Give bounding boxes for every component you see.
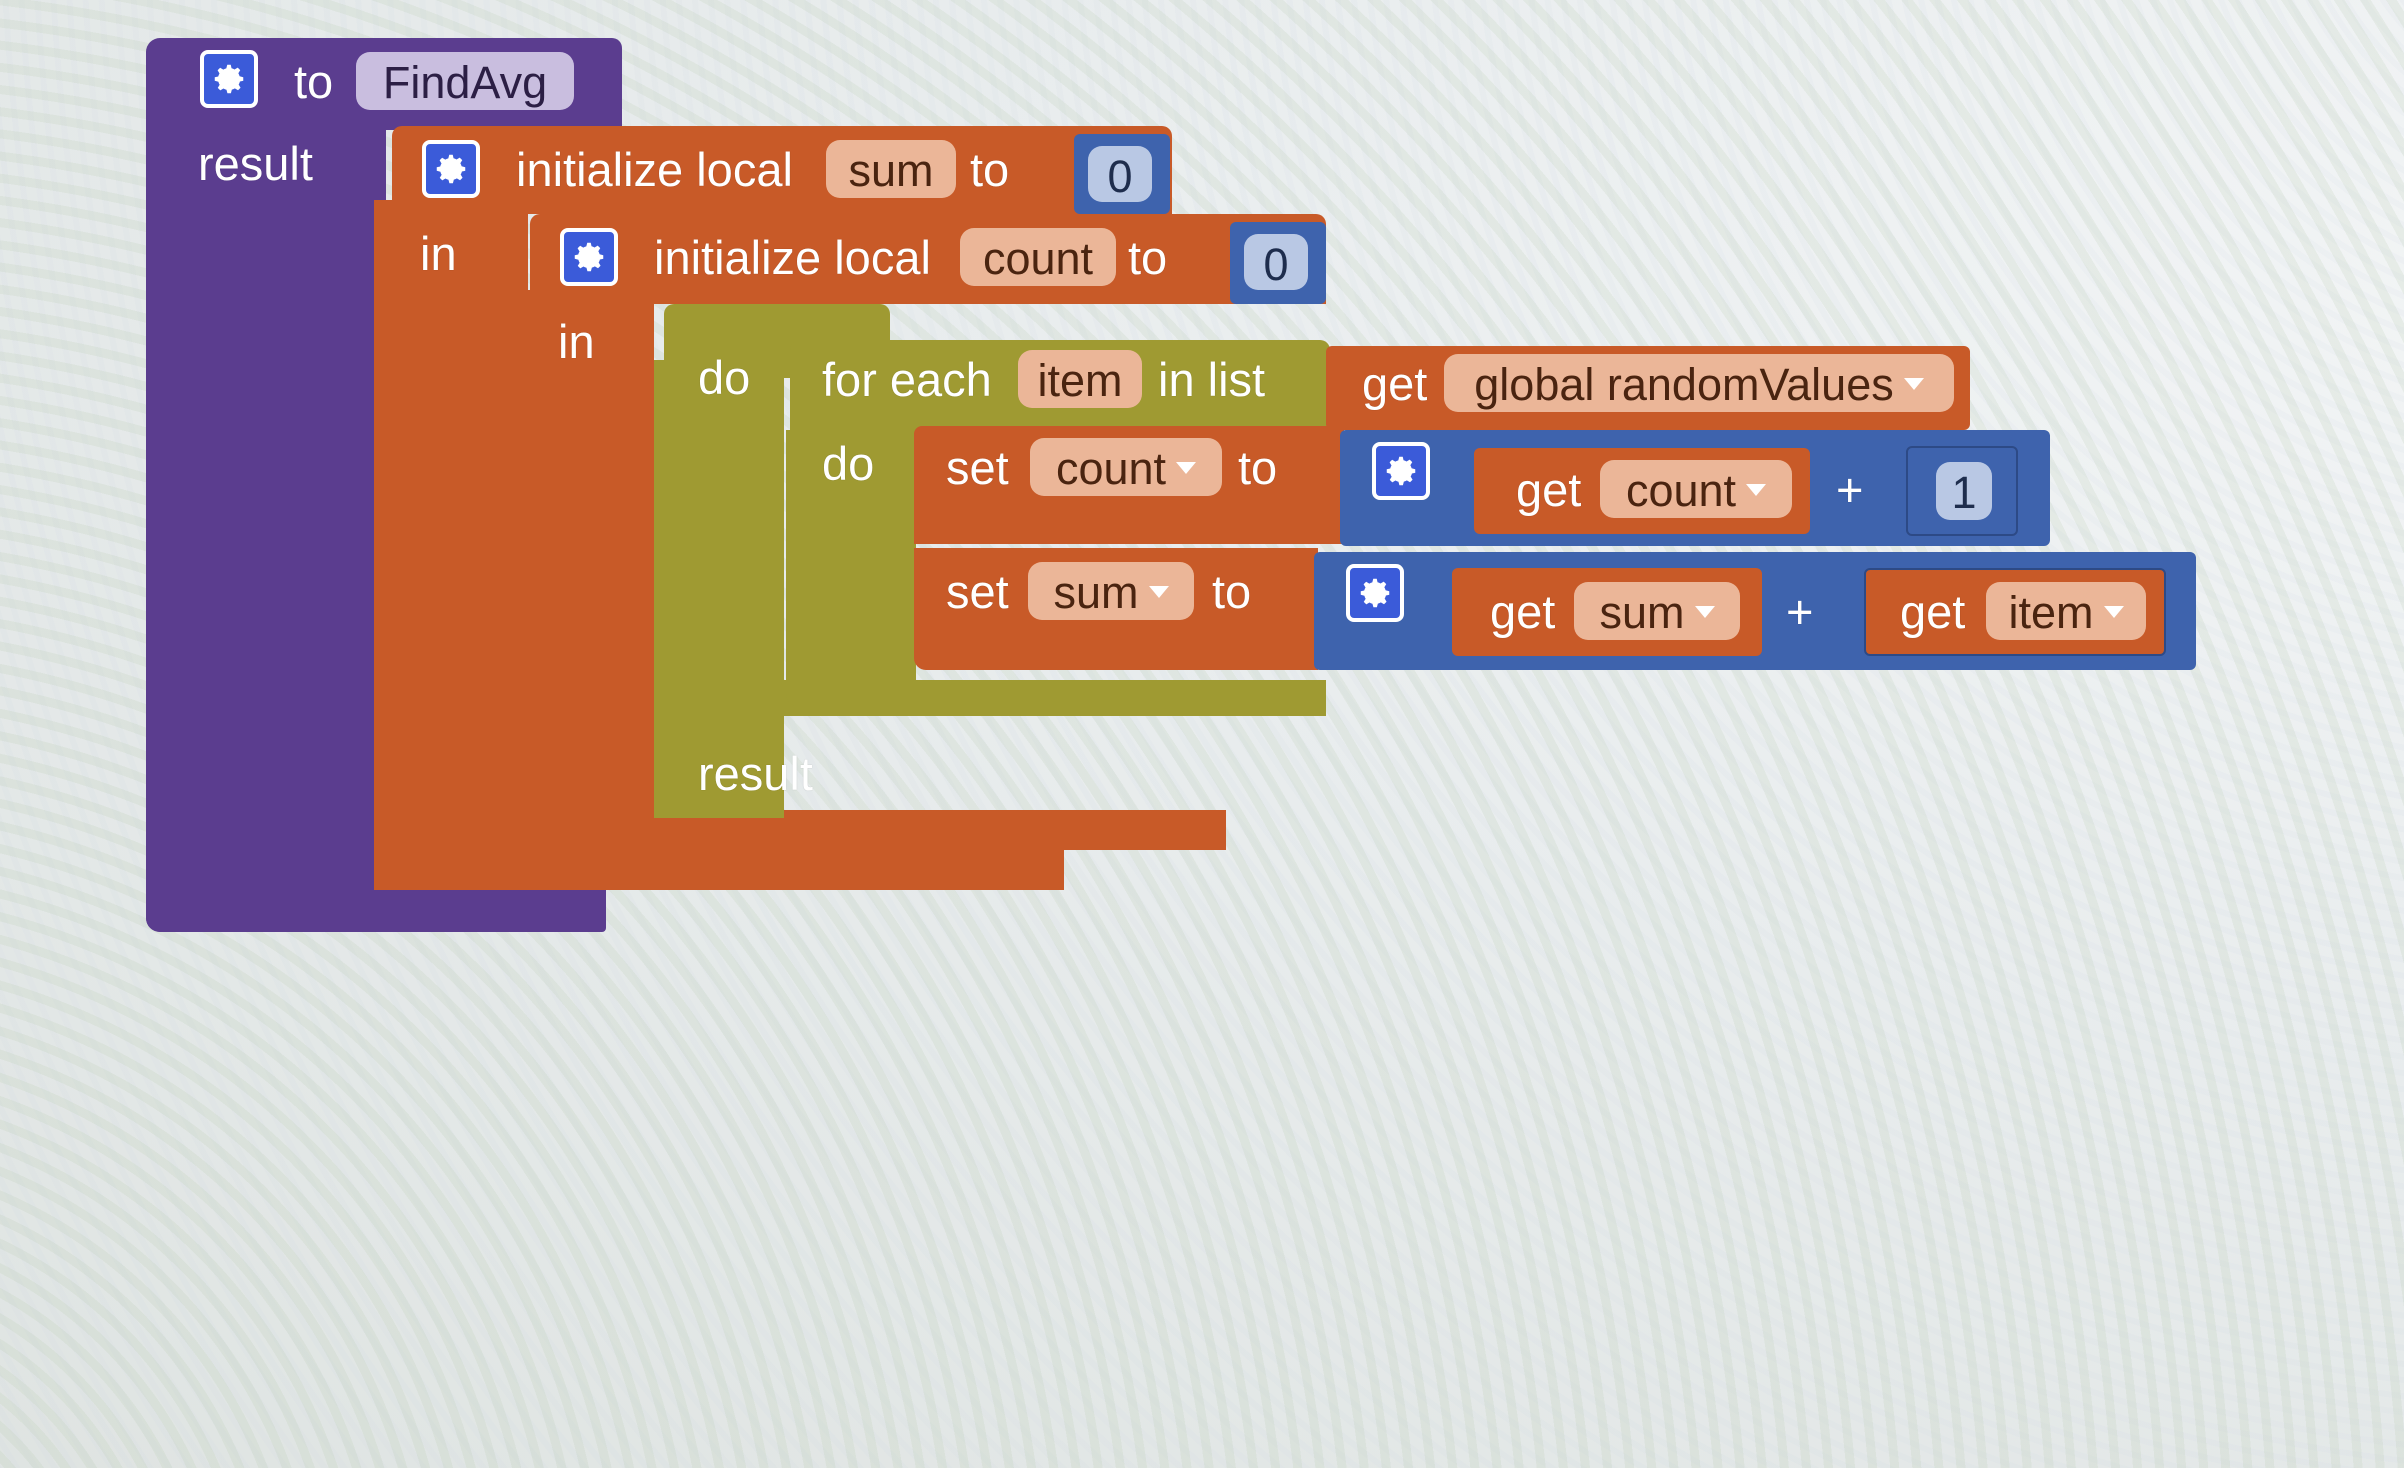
init-count-in-label: in: [558, 315, 595, 368]
init-local-count-body: [516, 290, 654, 850]
get-sum-label: get: [1490, 585, 1556, 638]
for-each-do-label: do: [822, 437, 875, 490]
init-count-to-label: to: [1128, 231, 1168, 284]
count-init-value[interactable]: 0: [1244, 234, 1308, 290]
init-sum-var-field[interactable]: sum: [826, 140, 956, 198]
do-result-label: result: [698, 747, 813, 800]
init-local-count-foot: [516, 810, 1226, 850]
number-one-value[interactable]: 1: [1936, 462, 1992, 520]
init-local-sum-block[interactable]: [392, 126, 1172, 214]
init-local-count-block[interactable]: [530, 214, 1326, 304]
get-global-label: get: [1362, 357, 1428, 410]
get-item-label: get: [1900, 585, 1966, 638]
set-sum-to-label: to: [1212, 565, 1252, 618]
init-count-var-field[interactable]: count: [960, 228, 1116, 286]
for-each-in-list-label: in list: [1158, 353, 1266, 406]
plus-operator: +: [1836, 463, 1864, 516]
global-randomvalues-dropdown[interactable]: global randomValues: [1444, 354, 1954, 412]
set-sum-var-dropdown[interactable]: sum: [1028, 562, 1194, 620]
set-count-set-label: set: [946, 441, 1009, 494]
procedure-result-label: result: [198, 137, 313, 190]
set-count-var-dropdown[interactable]: count: [1030, 438, 1222, 496]
init-local-sum-body: [374, 200, 528, 890]
get-count-label: get: [1516, 463, 1582, 516]
procedure-mutator-gear-icon[interactable]: [200, 50, 258, 108]
get-count-var-dropdown[interactable]: count: [1600, 460, 1792, 518]
set-sum-set-label: set: [946, 565, 1009, 618]
add-sum-mutator-gear-icon[interactable]: [1346, 564, 1404, 622]
init-sum-to-label: to: [970, 143, 1010, 196]
plus-operator-2: +: [1786, 585, 1814, 638]
add-count-mutator-gear-icon[interactable]: [1372, 442, 1430, 500]
set-count-to-label: to: [1238, 441, 1278, 494]
init-count-label: initialize local: [654, 231, 931, 284]
do-label: do: [698, 351, 751, 404]
get-item-var-dropdown[interactable]: item: [1986, 582, 2146, 640]
init-local-sum-foot: [374, 850, 1064, 890]
init-sum-mutator-gear-icon[interactable]: [422, 140, 480, 198]
procedure-to-keyword: to: [294, 55, 334, 108]
procedure-name-field[interactable]: FindAvg: [356, 52, 574, 110]
do-result-body: [654, 360, 784, 818]
init-count-mutator-gear-icon[interactable]: [560, 228, 618, 286]
for-each-label: for each: [822, 353, 992, 406]
get-sum-var-dropdown[interactable]: sum: [1574, 582, 1740, 640]
for-each-body: [786, 430, 916, 706]
sum-init-value[interactable]: 0: [1088, 146, 1152, 202]
init-sum-in-label: in: [420, 227, 457, 280]
procedure-block-body: [146, 120, 386, 932]
for-each-var-field[interactable]: item: [1018, 350, 1142, 408]
init-sum-label: initialize local: [516, 143, 793, 196]
